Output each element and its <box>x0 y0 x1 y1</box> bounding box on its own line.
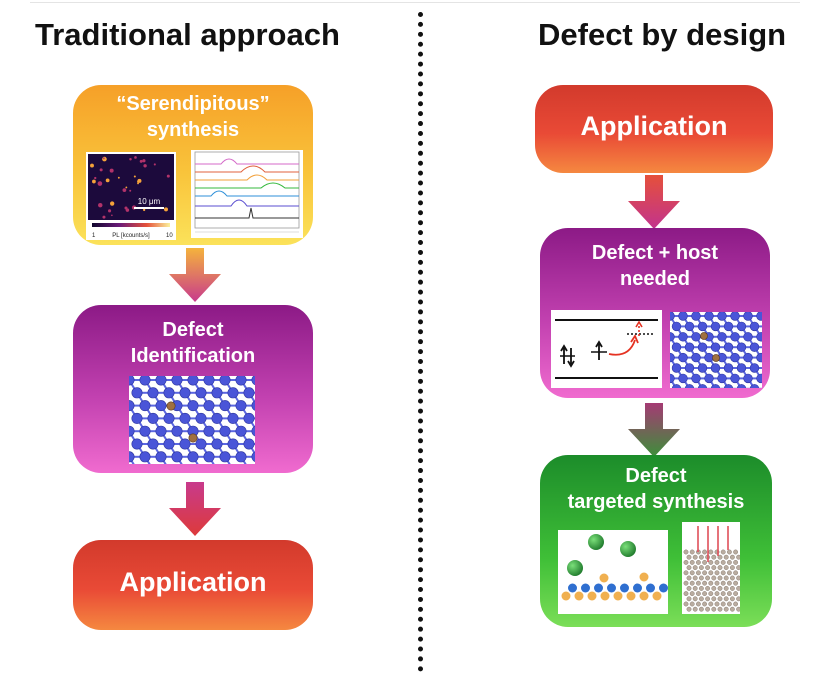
right-application-label: Application <box>580 111 728 141</box>
right-column-title: Defect by design <box>538 17 787 52</box>
column-divider <box>418 12 423 672</box>
right-arrow-2 <box>628 403 680 457</box>
top-rule <box>30 2 800 3</box>
left-arrow-1 <box>169 248 221 302</box>
synthesis-label: synthesis <box>146 119 240 141</box>
pl-spectra-panel <box>191 150 303 238</box>
pl-spectra-plot <box>194 151 300 233</box>
pl-colorbar-label: PL [kcounts/s] <box>112 233 150 239</box>
needed-label: needed <box>619 268 691 290</box>
pl-cb-min: 1 <box>92 233 96 239</box>
right-application-box: Application <box>535 85 773 173</box>
targeted-synthesis-label: targeted synthesis <box>567 491 745 513</box>
left-application-box: Application <box>73 540 313 630</box>
host-crystal-image <box>670 312 762 388</box>
pl-scale-label: 10 μm <box>138 197 161 206</box>
pl-cb-max: 10 <box>166 233 173 239</box>
left-column-title: Traditional approach <box>35 17 340 52</box>
energy-level-diagram <box>555 319 658 379</box>
energy-level-panel <box>551 310 662 388</box>
pl-map-image: 10 μm 1 PL [kcounts/s] 10 <box>88 154 174 239</box>
left-application-label: Application <box>119 567 267 597</box>
deposition-diagram <box>561 534 668 601</box>
defect-label: Defect <box>162 319 224 341</box>
defect-targeted-label: Defect <box>625 465 687 487</box>
defect-host-label: Defect + host <box>591 242 719 264</box>
crystal-structure-panel <box>129 376 255 464</box>
implantation-diagram <box>683 526 740 612</box>
crystal-structure-image <box>129 376 255 464</box>
right-arrow-1 <box>628 175 680 229</box>
identification-label: Identification <box>130 345 256 367</box>
left-arrow-2 <box>169 482 221 536</box>
implantation-panel <box>682 522 740 614</box>
deposition-panel <box>558 530 668 614</box>
host-crystal-panel <box>670 312 762 388</box>
serendipitous-label: “Serendipitous” <box>116 93 270 115</box>
pl-map-panel: 10 μm 1 PL [kcounts/s] 10 <box>86 152 176 240</box>
